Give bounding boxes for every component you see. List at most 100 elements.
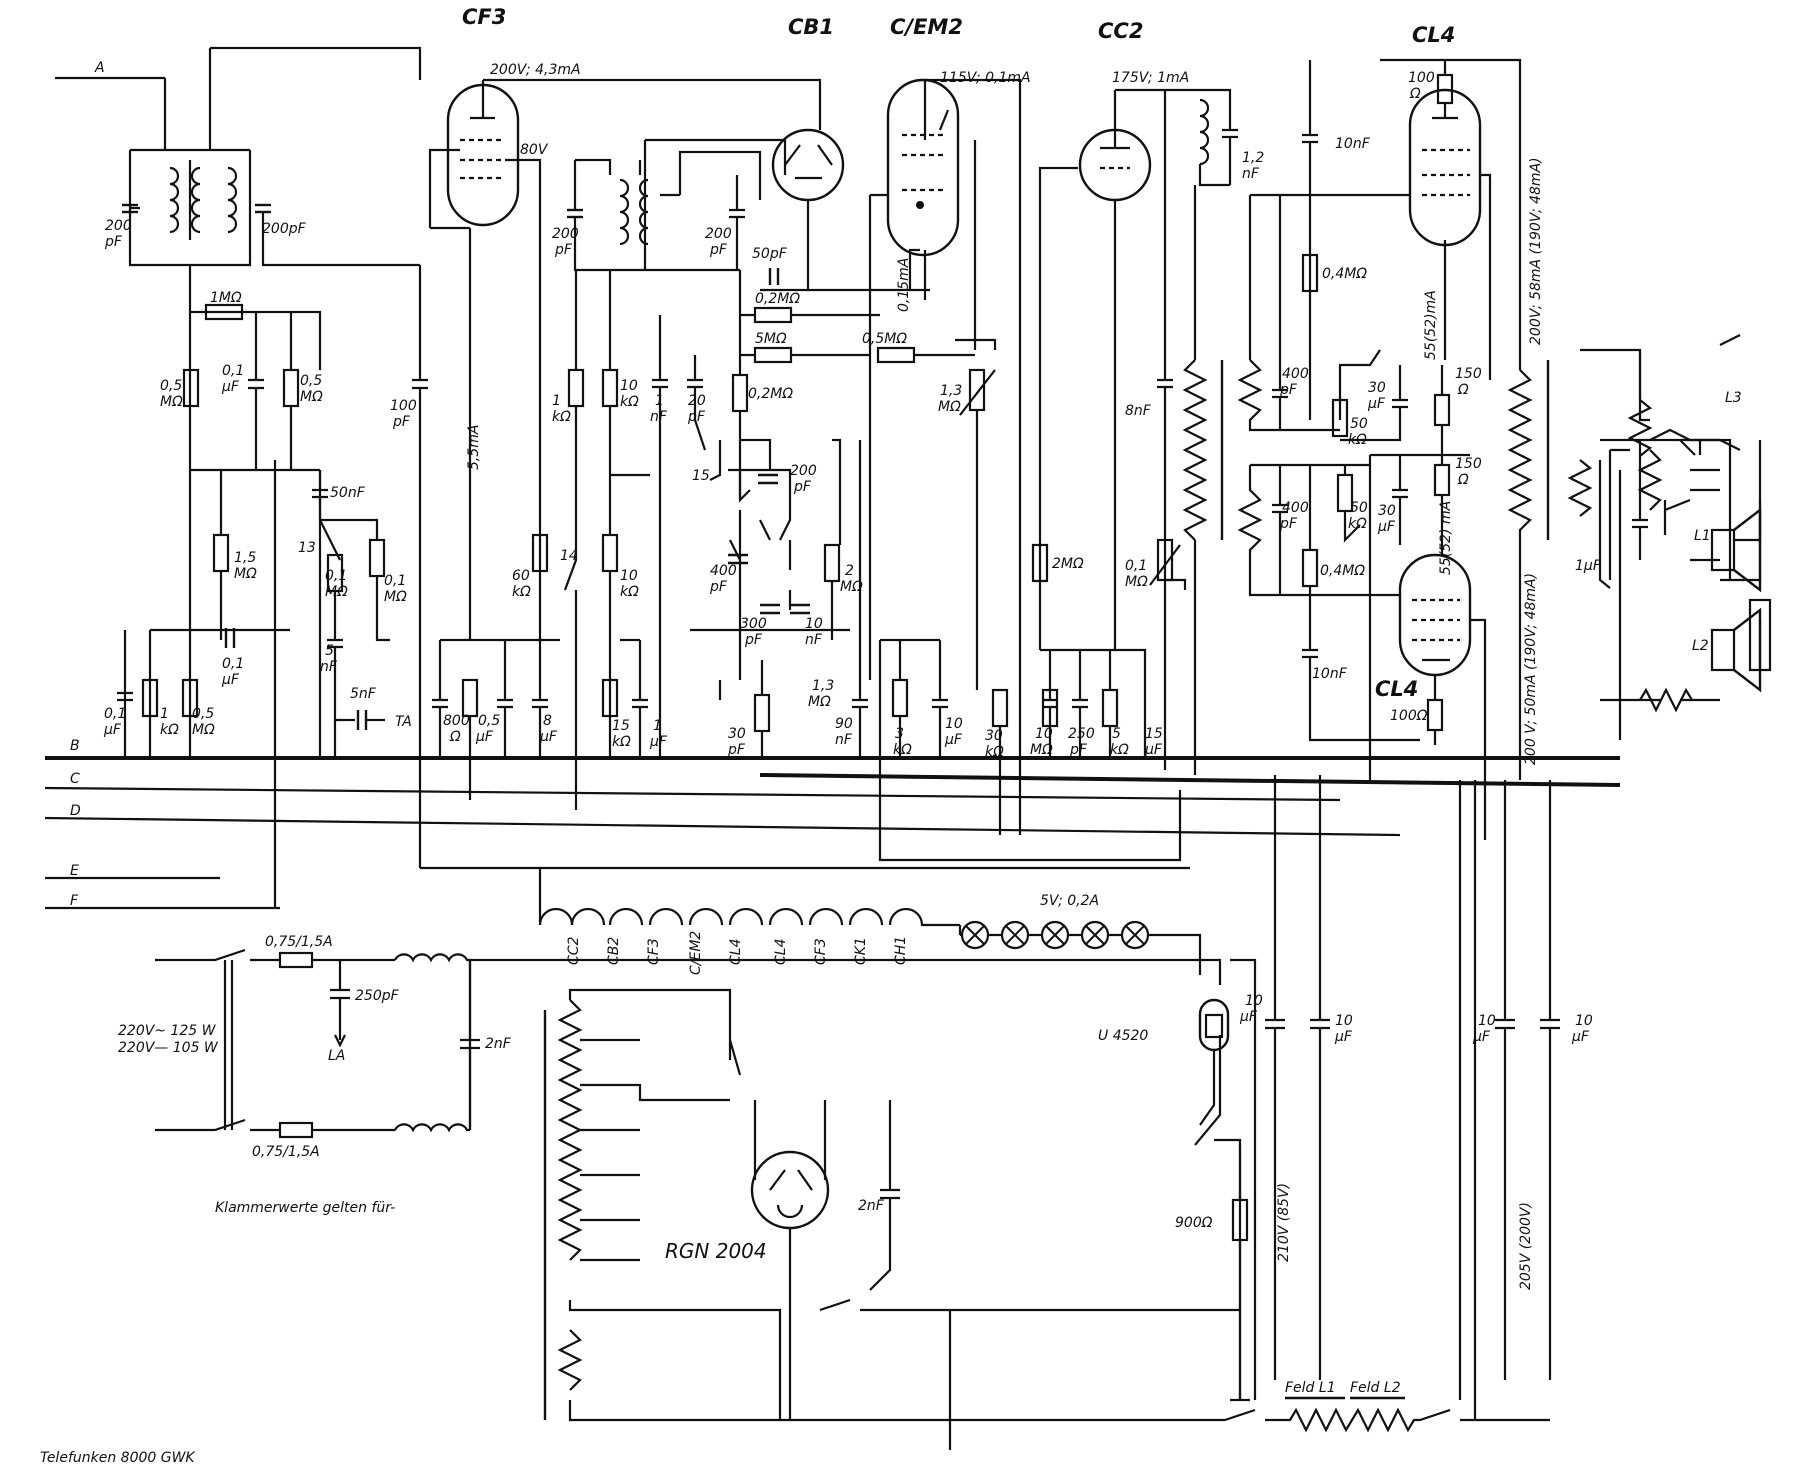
cc2-tube-label: CC2 [1098,19,1143,43]
c100pf-unit: pF [392,414,411,430]
r13m-b-label: 1,3 [940,383,962,399]
mains-rating-ac: 220V~ 125 W [118,1023,217,1039]
ta-input-network [312,470,390,760]
r800-unit: Ω [449,729,461,745]
c400pf-b-unit: pF [1279,382,1298,398]
r30k-label: 30 [985,728,1003,744]
c400pf-a-unit: pF [709,579,728,595]
r01m-a-unit: MΩ [325,584,348,600]
r1k-b-label: 1 [552,393,561,409]
line-label-d: D [70,803,81,819]
c10nf-a-unit: nF [805,632,823,648]
c8uf-label: 8 [543,713,552,729]
lower-middle-network [852,440,1182,862]
speaker-network [1600,428,1772,713]
r150-a-unit: Ω [1457,382,1469,398]
r150-b-unit: Ω [1457,472,1469,488]
r05m-c-unit: MΩ [192,722,215,738]
r05m-d-label: 0,5MΩ [862,331,907,347]
r13m-b-pot [959,368,996,690]
r5m-label: 5MΩ [755,331,787,347]
c30uf-a-unit: µF [1367,396,1386,412]
regulator-label: U 4520 [1098,1028,1148,1044]
regulator-u4520 [1198,958,1257,1402]
c05uf-label: 0,5 [478,713,500,729]
heater-label-8: CK1 [853,937,869,965]
c10nf-c-label: 10nF [1312,666,1348,682]
heater-label-1: CC2 [566,936,582,965]
c10uf-a-unit: µF [944,732,963,748]
r50k-b-unit: kΩ [1348,516,1367,532]
c10nf-b-label: 10nF [1335,136,1371,152]
r13m-a-label: 1,3 [812,678,834,694]
mains-rating-dc: 220V— 105 W [118,1040,219,1056]
r15k-unit: kΩ [612,734,631,750]
r10k-b-unit: kΩ [620,584,639,600]
r1m-label: 1MΩ [210,290,242,306]
r50k-b-label: 50 [1350,500,1368,516]
line-label-a: A [94,60,105,76]
rectifier-label: RGN 2004 [665,1239,767,1263]
c8nf-label: 8nF [1125,403,1152,419]
c50pf-label: 50pF [752,246,788,262]
r2m-a-wire [830,438,842,640]
power-transformer [543,988,1225,1422]
cl4-bottom-tube [1398,553,1487,840]
left-resistor-network [117,303,322,908]
c400pf-a-label: 400 [710,563,737,579]
hv1-label: 210V (85V) [1276,1183,1292,1262]
r13m-a-unit: MΩ [808,694,831,710]
c12nf-label: 1,2 [1242,150,1264,166]
cem2-tube-label: C/EM2 [890,15,963,39]
interstage-transformer [1182,95,1238,775]
c250pf-b-label: 250pF [355,988,400,1004]
c90nf-unit: nF [835,732,853,748]
line-label-e: E [70,863,79,879]
cb1-tube-label: CB1 [788,15,834,39]
l2-label: L2 [1692,638,1709,654]
c2nf-b-label: 2nF [858,1198,885,1214]
c200pf-a-unit: pF [104,234,123,250]
r05m-b-label: 0,5 [300,373,322,389]
r60k-label: 60 [512,568,530,584]
heater-label-4: C/EM2 [688,931,704,975]
rc-detector-network [690,270,975,700]
r800-label: 800 [443,713,470,729]
schematic-title: Telefunken 8000 GWK [40,1450,196,1466]
r10m-label: 10 [1035,726,1053,742]
c200pf-a-label: 200 [105,218,132,234]
c01uf-b-label: 0,1 [222,656,244,672]
mode-switch-wires [819,1298,1240,1450]
fuse-a-label: 0,75/1,5A [265,934,333,950]
c01uf-b-unit: µF [221,672,240,688]
cl4-bottom-supply: 200 V; 50mA (190V; 48mA) [1523,573,1539,765]
r05m-a-label: 0,5 [160,378,182,394]
if-filter-2 [567,138,787,315]
c05uf-unit: µF [475,729,494,745]
r13m-b-unit: MΩ [938,399,961,415]
dial-lamp [1080,920,1110,950]
r05m-c-label: 0,5 [192,706,214,722]
fuse-b-label: 0,75/1,5A [252,1144,320,1160]
r2m-b-label: 2MΩ [1052,556,1084,572]
r5k-unit: kΩ [1110,742,1129,758]
heater-label-3: CF3 [646,938,662,965]
r15k-label: 15 [612,718,630,734]
c1uf-b-label: 1µF [1575,558,1602,574]
c50nf-label: 50nF [330,485,366,501]
r900-label: 900Ω [1175,1215,1213,1231]
speaker-l2 [1710,607,1762,693]
c30uf-b-unit: µF [1377,519,1396,535]
r01m-b-label: 0,1 [384,573,406,589]
c10uf-e-unit: µF [1571,1029,1590,1045]
c8uf-unit: µF [539,729,558,745]
c20pf-label: 20 [688,393,706,409]
c200pf-c-label: 200 [552,226,579,242]
c10uf-d-label: 10 [1478,1013,1496,1029]
heater-label-6: CL4 [773,939,789,965]
dial-lamp [1040,920,1070,950]
c200pf-e-label: 200 [790,463,817,479]
r5k-label: 5 [1112,726,1121,742]
cl4-bottom-tube-label: CL4 [1375,677,1418,701]
